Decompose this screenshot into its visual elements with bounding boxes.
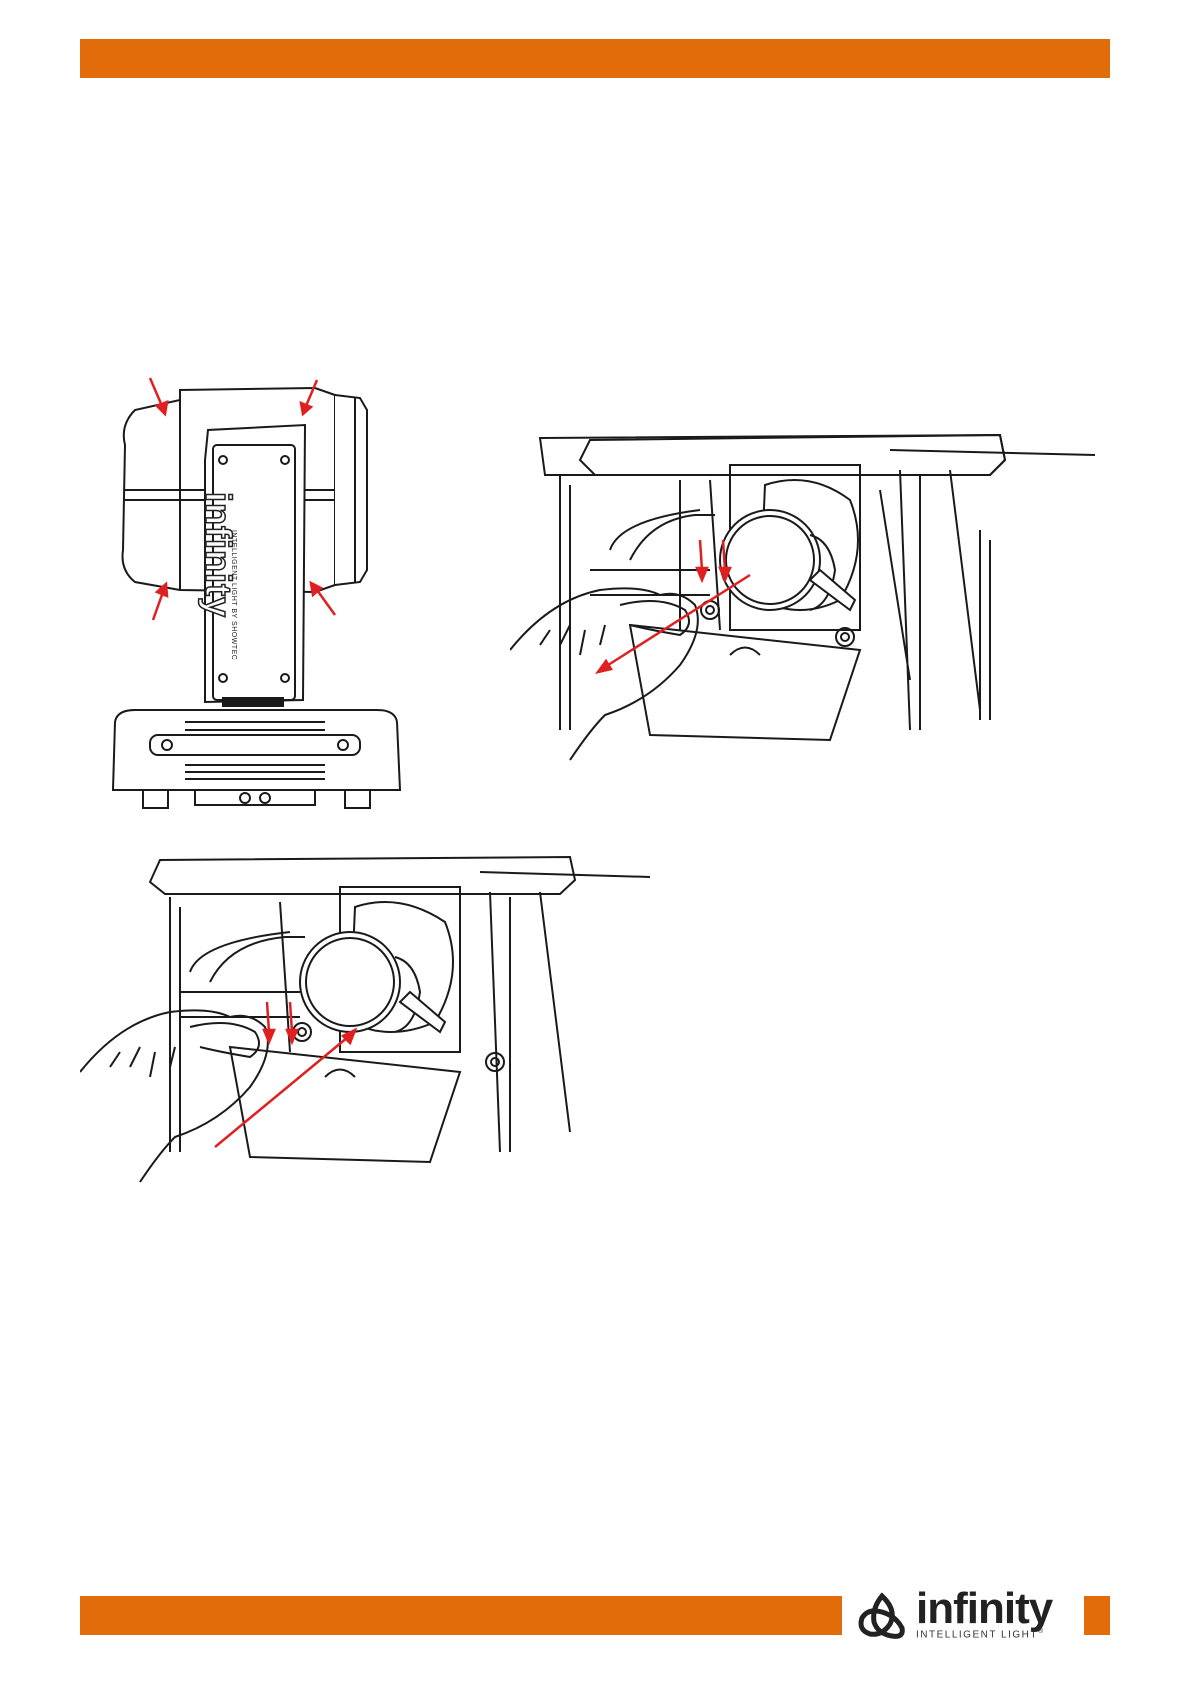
fixture-illustration	[105, 370, 405, 815]
infinity-logo: infinity INTELLIGENT LIGHT®	[852, 1588, 1078, 1644]
logo-tagline: INTELLIGENT LIGHT®	[916, 1628, 1045, 1640]
infinity-knot-icon	[852, 1590, 912, 1642]
footer-accent-bar	[80, 1596, 842, 1635]
footer-accent-square	[1084, 1596, 1110, 1635]
lamp-removal-illustration	[510, 430, 1100, 810]
header-accent-bar	[80, 39, 1110, 78]
fixture-brand-sublabel: INTELLIGENT LIGHT BY SHOWTEC	[230, 530, 237, 660]
lamp-insertion-illustration	[80, 852, 650, 1232]
logo-wordmark: infinity	[916, 1584, 1052, 1634]
